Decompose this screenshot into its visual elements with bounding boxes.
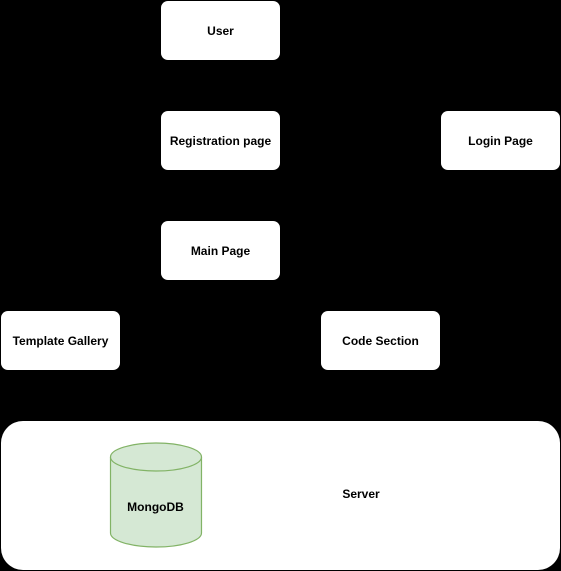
database-cylinder-icon bbox=[109, 442, 203, 548]
main-page-node: Main Page bbox=[161, 221, 280, 280]
template-gallery-node-label: Template Gallery bbox=[12, 333, 109, 348]
database-cylinder-body bbox=[109, 457, 203, 548]
user-node-label: User bbox=[207, 23, 234, 38]
user-node: User bbox=[161, 1, 280, 60]
code-section-node-label: Code Section bbox=[342, 333, 419, 348]
code-section-node: Code Section bbox=[321, 311, 440, 370]
main-page-node-label: Main Page bbox=[190, 243, 251, 258]
server-label: Server bbox=[342, 487, 380, 501]
database-label: MongoDB bbox=[127, 500, 184, 514]
template-gallery-node: Template Gallery bbox=[1, 311, 120, 370]
registration-page-node: Registration page bbox=[161, 111, 280, 170]
server-container bbox=[1, 421, 560, 570]
login-page-node: Login Page bbox=[441, 111, 560, 170]
registration-page-node-label: Registration page bbox=[169, 133, 272, 148]
login-page-node-label: Login Page bbox=[468, 133, 533, 148]
database-cylinder-top bbox=[109, 442, 203, 472]
